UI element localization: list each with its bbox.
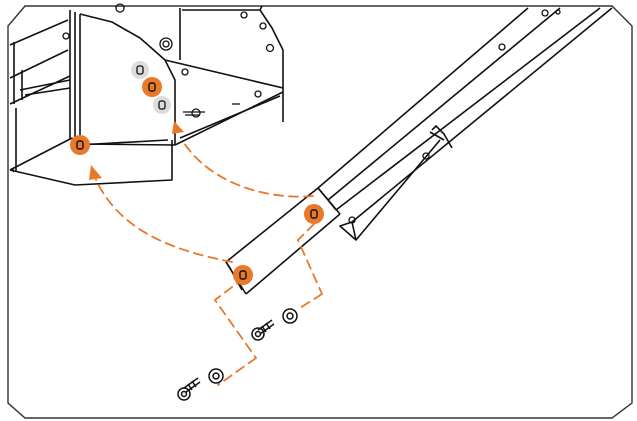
- hole-marker-icon: [70, 77, 324, 285]
- long-beam: [317, 7, 613, 241]
- washer-icon: [208, 308, 298, 384]
- box-holes: [62, 3, 275, 118]
- frame-border: [7, 5, 633, 419]
- highlighted-holes: [131, 61, 171, 114]
- extension-arm: [225, 187, 341, 295]
- bolt-icon: [177, 319, 275, 401]
- beam-holes: [348, 9, 561, 224]
- guide-paths: [95, 139, 323, 386]
- arrow-icon: [89, 121, 184, 180]
- box-frame: [9, 5, 284, 186]
